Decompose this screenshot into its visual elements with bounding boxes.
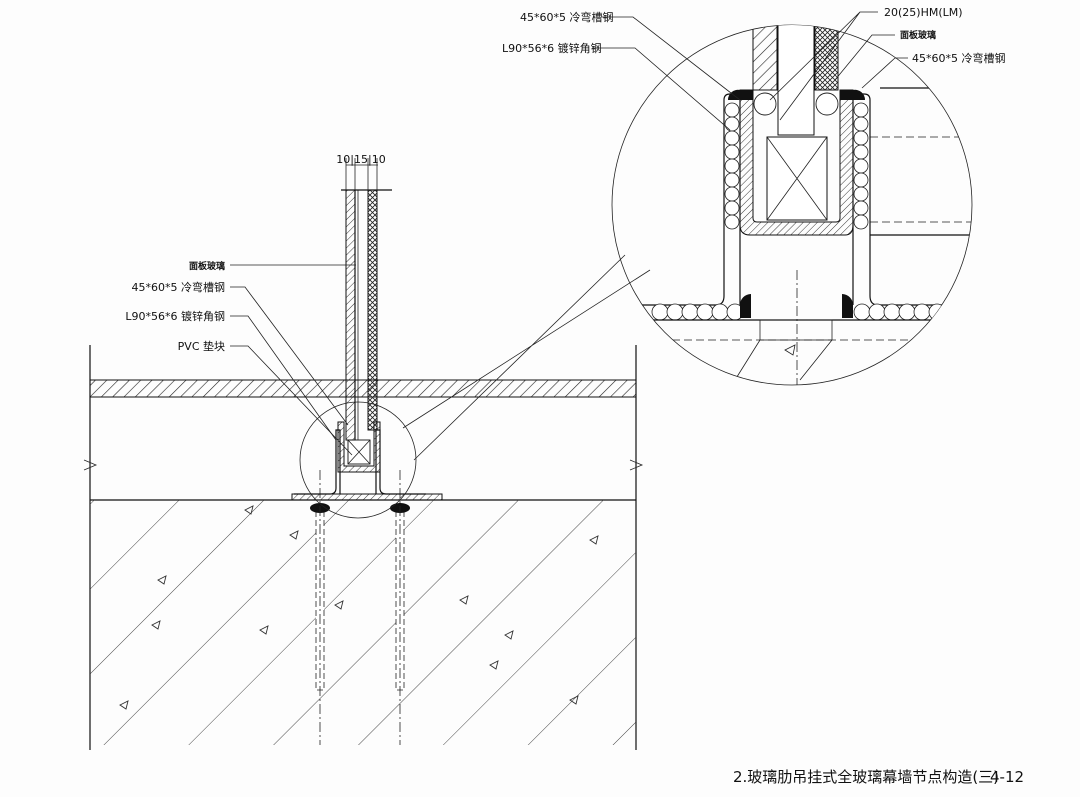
- enlarged-detail: 45*60*5 冷弯槽钢 L90*56*6 镀锌角钢 20(25)HM(LM) …: [502, 6, 1006, 386]
- base-plate: [291, 493, 443, 501]
- anchor-bolts: [310, 470, 410, 745]
- label-channel-steel-right: 45*60*5 冷弯槽钢: [912, 51, 1006, 65]
- break-mark: [83, 459, 98, 471]
- label-panel-glass: 面板玻璃: [189, 260, 225, 272]
- backer-rod: [815, 92, 839, 116]
- detail-callout-circle: [299, 401, 417, 519]
- label-angle-steel: L90*56*6 镀锌角钢: [502, 41, 602, 55]
- label-panel-glass: 面板玻璃: [900, 29, 936, 41]
- backer-rod: [753, 92, 777, 116]
- dimension: 10|15|10: [336, 153, 386, 190]
- label-sealant: 20(25)HM(LM): [884, 6, 963, 19]
- detail-labels: 45*60*5 冷弯槽钢 L90*56*6 镀锌角钢 20(25)HM(LM) …: [502, 6, 1006, 131]
- page-number: 4-12: [990, 768, 1024, 786]
- main-section: 10|15|10 面板玻璃 45*60*5 冷弯槽钢 L90*56*6 镀锌角钢…: [83, 153, 651, 750]
- detail-glass-right: [814, 25, 839, 91]
- callout-leader-lines: [402, 254, 651, 461]
- break-mark: [629, 459, 644, 471]
- label-angle-steel: L90*56*6 镀锌角钢: [125, 309, 225, 323]
- label-channel-steel-left: 45*60*5 冷弯槽钢: [520, 10, 614, 24]
- detail-glass-rib: [777, 25, 815, 136]
- label-channel-steel: 45*60*5 冷弯槽钢: [132, 280, 226, 294]
- concrete-base: [90, 500, 636, 745]
- label-pvc-block: PVC 垫块: [178, 339, 225, 353]
- left-labels: 面板玻璃 45*60*5 冷弯槽钢 L90*56*6 镀锌角钢 PVC 垫块: [125, 260, 356, 456]
- slab-hatched-band: [89, 379, 637, 398]
- detail-glass-left: [752, 25, 778, 91]
- aggregate-marks: [119, 505, 599, 710]
- dimension-label: 10|15|10: [336, 153, 385, 166]
- drawing-title: 2.玻璃肋吊挂式全玻璃幕墙节点构造(三): [733, 768, 999, 786]
- panel-glass-right: [367, 189, 378, 431]
